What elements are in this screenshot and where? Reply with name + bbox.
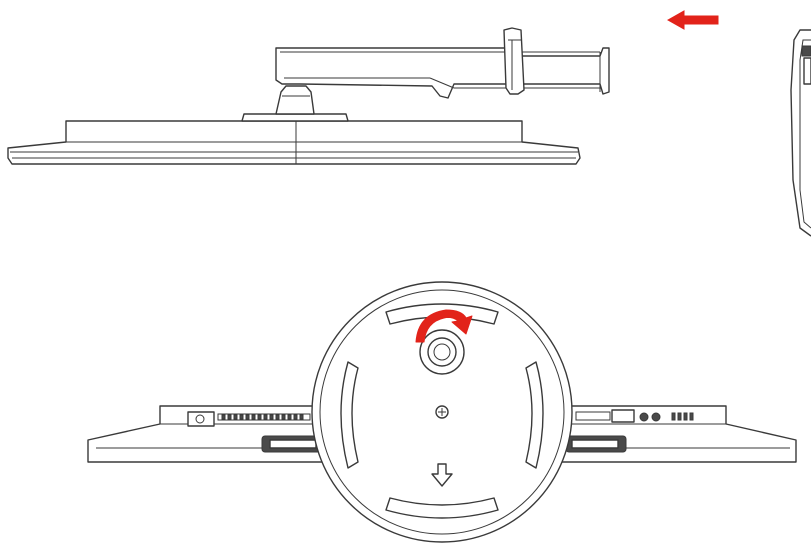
side-view-monitor-with-stand: [7, 27, 610, 165]
back-view-monitor-with-round-base: [87, 281, 797, 543]
down-arrow-icon: [431, 463, 453, 487]
hinge-clamp: [503, 27, 525, 95]
rotate-clockwise-arrow-icon: [415, 309, 473, 343]
right-port-panel: [575, 409, 694, 423]
stand-arm: [275, 47, 610, 99]
left-arrow-icon: [666, 10, 719, 30]
base-slot-bottom: [385, 497, 499, 519]
stand-mount-plate: [241, 113, 349, 122]
base-slot-right: [525, 361, 544, 469]
left-port-panel: [187, 411, 311, 427]
stand-neck: [275, 85, 315, 115]
edge-view-monitor: [790, 29, 811, 237]
base-knob: [419, 329, 465, 375]
screw-icon: [435, 405, 449, 419]
base-slot-left: [340, 361, 359, 469]
